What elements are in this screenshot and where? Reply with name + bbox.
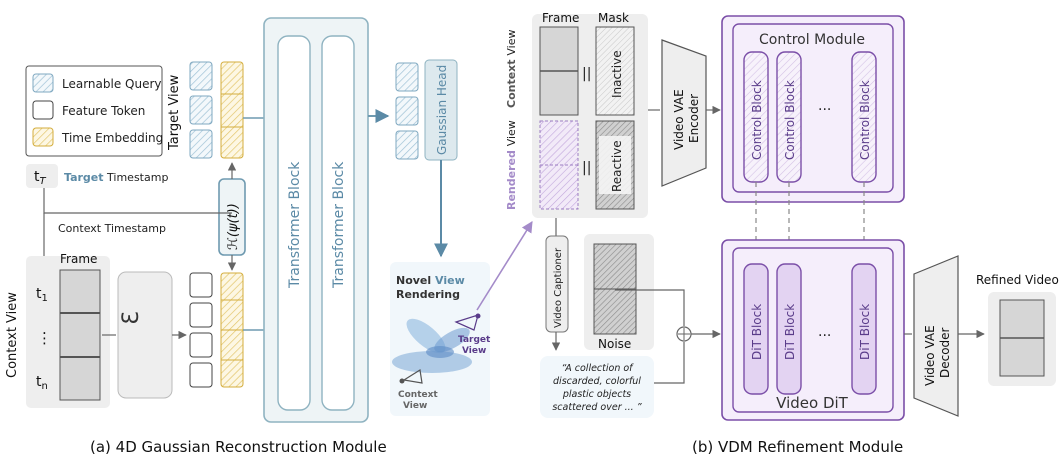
svg-text:scattered over ... ”: scattered over ... ” xyxy=(552,402,641,413)
svg-text:View: View xyxy=(403,401,427,411)
legend-time-embedding: Time Embedding xyxy=(61,131,163,145)
video-captioner: Video Captioner xyxy=(545,235,569,333)
sum-node xyxy=(676,326,692,342)
svg-text:DiT Block: DiT Block xyxy=(858,304,872,360)
legend: Learnable Query Feature Token Time Embed… xyxy=(25,65,163,157)
svg-text:Mask: Mask xyxy=(598,11,629,25)
novel-view-rendering: Novel View Rendering Target View Context… xyxy=(390,262,491,416)
svg-text:Context View: Context View xyxy=(505,30,518,109)
target-timestamp: tT Target Timestamp xyxy=(26,164,168,188)
svg-text:Video DiT: Video DiT xyxy=(776,394,849,412)
svg-text:tn: tn xyxy=(36,374,48,392)
svg-text:Reactive: Reactive xyxy=(610,140,624,192)
noise-panel: Noise xyxy=(584,234,654,351)
refined-video: Refined Video xyxy=(976,273,1059,386)
svg-text:DiT Block: DiT Block xyxy=(750,304,764,360)
svg-text:||: || xyxy=(582,66,591,82)
svg-text:Rendering: Rendering xyxy=(396,288,460,301)
svg-text:Encoder: Encoder xyxy=(687,94,701,143)
caption-right: (b) VDM Refinement Module xyxy=(692,438,903,456)
output-tokens xyxy=(395,62,419,160)
svg-text:discarded, colorful: discarded, colorful xyxy=(553,376,641,387)
svg-text:t1: t1 xyxy=(36,286,48,304)
svg-text:Target Timestamp: Target Timestamp xyxy=(64,171,168,184)
legend-swatch-feature-token xyxy=(32,100,54,120)
target-view-label: Target View xyxy=(167,74,182,151)
gaussian-head: Gaussian Head xyxy=(424,59,458,161)
svg-text:ℋ(ψ(t)): ℋ(ψ(t)) xyxy=(226,203,241,250)
svg-text:DiT Block: DiT Block xyxy=(783,304,797,360)
svg-text:“A collection of: “A collection of xyxy=(561,363,634,374)
svg-text:plastic objects: plastic objects xyxy=(562,389,631,400)
svg-text:Frame: Frame xyxy=(60,252,97,266)
svg-text:Inactive: Inactive xyxy=(610,50,624,98)
svg-text:⋮: ⋮ xyxy=(37,329,52,347)
transformer-block-2: Transformer Block xyxy=(331,161,347,289)
svg-text:Target: Target xyxy=(458,335,491,345)
context-view-label: Context View xyxy=(5,292,20,378)
svg-text:View: View xyxy=(462,346,486,356)
caption-quote: “A collection of discarded, colorful pla… xyxy=(540,356,654,418)
svg-text:Video Captioner: Video Captioner xyxy=(553,247,564,328)
svg-text:Video VAE: Video VAE xyxy=(672,89,686,150)
svg-text:Gaussian Head: Gaussian Head xyxy=(435,65,449,155)
svg-text:Rendered View: Rendered View xyxy=(505,120,518,210)
svg-text:tT: tT xyxy=(34,169,47,187)
svg-text:Noise: Noise xyxy=(598,337,631,351)
vae-decoder: Video VAE Decoder xyxy=(913,255,959,417)
svg-text:Control Block: Control Block xyxy=(858,80,872,160)
svg-text:||: || xyxy=(582,160,591,176)
encoder-block: Ɛ xyxy=(117,271,173,399)
caption-left: (a) 4D Gaussian Reconstruction Module xyxy=(90,438,387,456)
svg-text:...: ... xyxy=(818,98,831,114)
svg-text:Video VAE: Video VAE xyxy=(923,325,937,386)
svg-text:Control Block: Control Block xyxy=(783,80,797,160)
svg-text:Context: Context xyxy=(398,390,438,400)
transformer-panel: Transformer Block Transformer Block xyxy=(263,17,369,423)
time-embedding-function: ℋ(ψ(t)) xyxy=(218,178,246,256)
legend-feature-token: Feature Token xyxy=(62,104,145,118)
svg-text:Ɛ: Ɛ xyxy=(119,311,144,325)
target-tokens xyxy=(189,61,244,159)
transformer-block-1: Transformer Block xyxy=(287,161,303,289)
svg-text:Frame: Frame xyxy=(542,11,579,25)
vae-encoder: Video VAE Encoder xyxy=(661,39,707,187)
svg-text:Refined Video: Refined Video xyxy=(976,273,1059,287)
video-dit: DiT Block DiT Block DiT Block ... Video … xyxy=(721,239,905,421)
svg-text:Control Block: Control Block xyxy=(750,80,764,160)
context-timestamp-label: Context Timestamp xyxy=(58,222,166,235)
frame-mask-panel: Frame Mask Inactive || Reactive || xyxy=(532,11,648,218)
svg-text:Novel View: Novel View xyxy=(396,274,465,287)
legend-swatch-time-embedding xyxy=(32,127,54,147)
control-module: Control Module Control Block Control Blo… xyxy=(721,15,905,203)
svg-text:Control Module: Control Module xyxy=(759,32,865,48)
context-tokens xyxy=(189,272,244,388)
legend-swatch-learnable-query xyxy=(32,73,54,93)
svg-text:Decoder: Decoder xyxy=(938,327,952,378)
context-frames-panel: Frame t1 ⋮ tn xyxy=(26,252,110,408)
svg-text:...: ... xyxy=(818,324,831,340)
legend-learnable-query: Learnable Query xyxy=(62,77,162,91)
